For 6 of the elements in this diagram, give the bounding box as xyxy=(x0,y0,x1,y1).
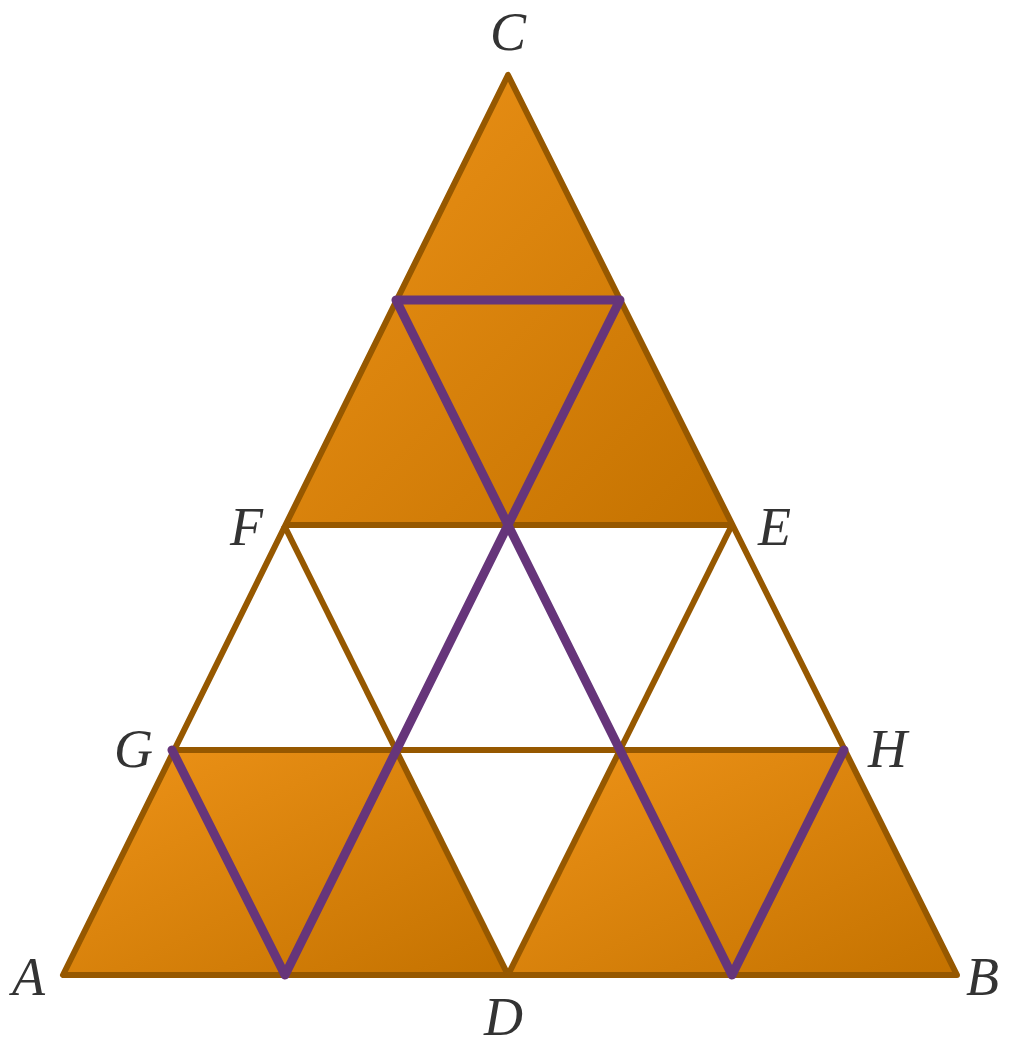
point-label: C xyxy=(490,5,527,59)
point-label: E xyxy=(758,500,791,554)
point-label: D xyxy=(484,990,523,1044)
point-label: F xyxy=(230,500,263,554)
point-label: G xyxy=(114,722,153,776)
point-label: B xyxy=(966,950,999,1004)
